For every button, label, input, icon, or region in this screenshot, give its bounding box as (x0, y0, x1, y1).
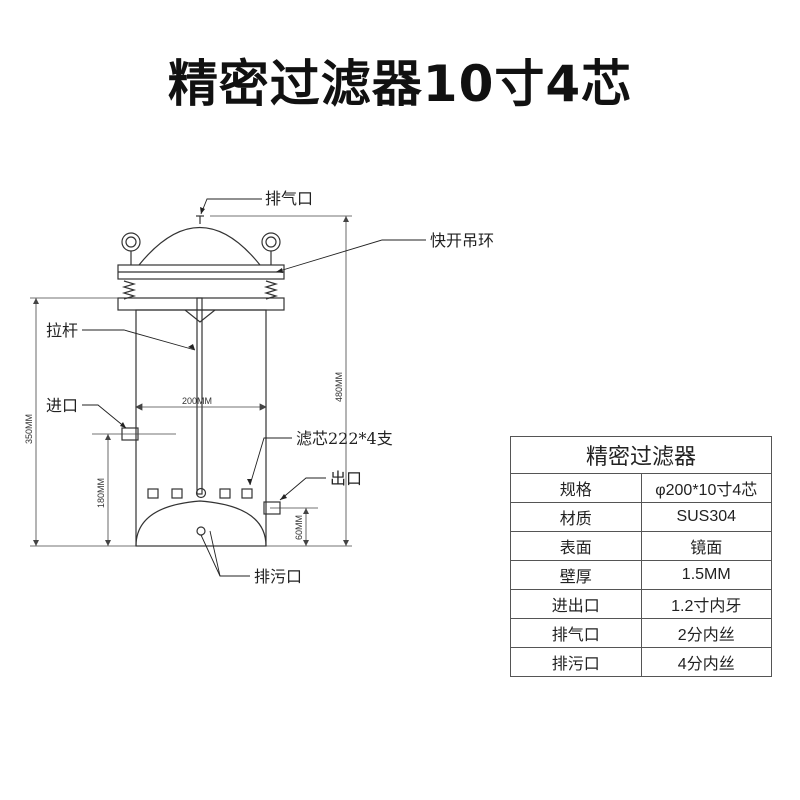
label-cartridge: 滤芯222*4支 (296, 429, 393, 448)
dim-inlet-height: 180MM (96, 478, 106, 508)
leader-outlet (279, 477, 326, 501)
spec-value: 1.2寸内牙 (640, 589, 772, 619)
spec-value: SUS304 (640, 502, 772, 532)
lifting-ring-right (261, 232, 281, 252)
spec-key: 排气口 (510, 618, 642, 648)
label-outlet: 出口 (330, 469, 362, 488)
spec-value: 1.5MM (640, 560, 772, 590)
filter-body (135, 309, 267, 547)
spring-left (121, 280, 137, 300)
label-lifting-ring: 快开吊环 (430, 231, 494, 250)
tie-rod (196, 297, 203, 495)
spec-key: 排污口 (510, 647, 642, 677)
leader-cartridge (249, 437, 292, 486)
dome-top (138, 227, 261, 266)
dim-diameter: 200MM (182, 396, 212, 406)
rod-base (195, 487, 207, 499)
leader-vent (200, 198, 262, 215)
dim-body-height: 350MM (24, 414, 34, 444)
spec-table-header: 精密过滤器 (510, 436, 772, 474)
spec-value: 2分内丝 (640, 618, 772, 648)
leader-tie-rod (82, 329, 196, 351)
lifting-ring-left (121, 232, 141, 252)
spec-key: 进出口 (510, 589, 642, 619)
label-drain: 排污口 (254, 567, 302, 586)
leader-lifting-ring (275, 239, 426, 273)
spec-key: 材质 (510, 502, 642, 532)
spec-value: 镜面 (640, 531, 772, 561)
cartridge (171, 488, 183, 499)
dim-total-height: 480MM (334, 372, 344, 402)
leader-inlet (82, 404, 127, 429)
dim-outlet-height: 60MM (294, 515, 304, 540)
spring-right (263, 280, 279, 300)
spec-value: φ200*10寸4芯 (640, 473, 772, 503)
cartridge (147, 488, 159, 499)
table-row: 表面镜面 (510, 531, 772, 561)
label-vent: 排气口 (265, 189, 313, 208)
spec-key: 表面 (510, 531, 642, 561)
bottom-dome (135, 500, 267, 547)
drain-port (196, 526, 206, 536)
spec-key: 规格 (510, 473, 642, 503)
label-inlet: 进口 (46, 396, 78, 415)
cartridge (219, 488, 231, 499)
page-title: 精密过滤器10寸4芯 (167, 55, 633, 113)
cartridge (241, 488, 253, 499)
spec-value: 4分内丝 (640, 647, 772, 677)
body-flange (117, 297, 285, 311)
spec-key: 壁厚 (510, 560, 642, 590)
leader-drain (200, 534, 250, 577)
label-tie-rod: 拉杆 (46, 321, 78, 340)
